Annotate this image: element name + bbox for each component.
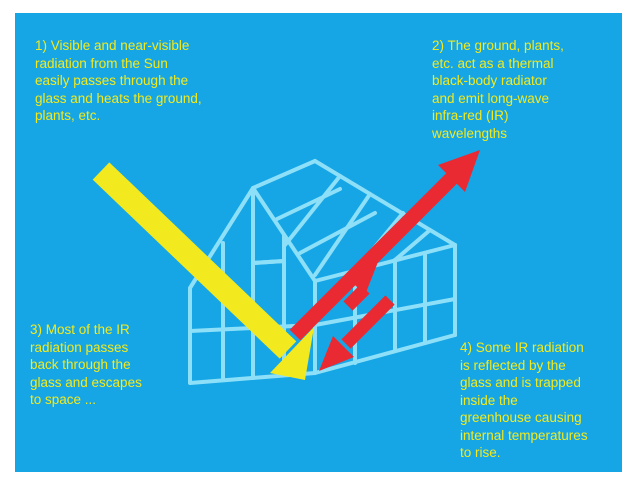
caption-step-2: 2) The ground, plants, etc. act as a the… (432, 37, 622, 142)
caption-step-4: 4) Some IR radiation is reflected by the… (460, 339, 622, 462)
caption-step-3: 3) Most of the IR radiation passes back … (30, 321, 200, 409)
caption-step-1: 1) Visible and near-visible radiation fr… (35, 37, 275, 125)
diagram-panel: 1) Visible and near-visible radiation fr… (15, 13, 622, 472)
greenhouse-icon (190, 161, 455, 383)
